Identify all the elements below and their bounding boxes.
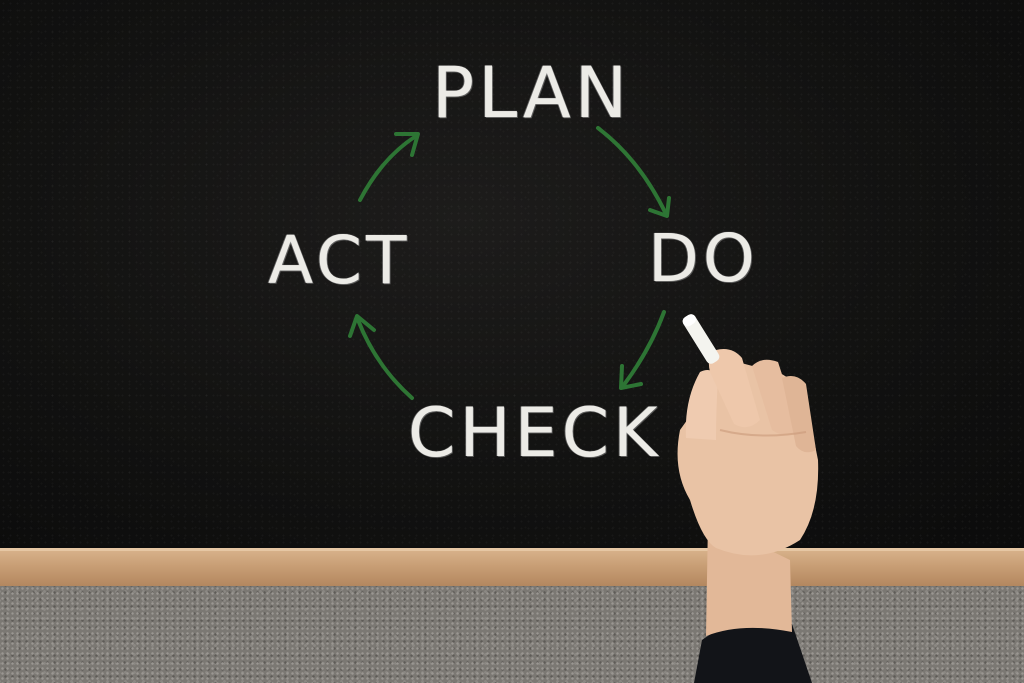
word-act: ACT bbox=[268, 222, 411, 299]
sleeve bbox=[694, 620, 812, 683]
arrow-check-to-act-icon bbox=[356, 318, 414, 400]
chalk-icon bbox=[682, 314, 720, 364]
index-finger bbox=[708, 349, 760, 428]
word-check: CHECK bbox=[408, 394, 662, 473]
arrow-act-to-plan-icon bbox=[358, 134, 418, 202]
thumb bbox=[685, 370, 718, 440]
arrow-do-to-check-icon bbox=[621, 310, 666, 388]
word-plan: PLAN bbox=[432, 52, 632, 134]
ring-finger bbox=[782, 376, 816, 453]
arrow-plan-to-do-head-icon bbox=[648, 196, 671, 218]
chalkboard bbox=[0, 0, 1024, 548]
arrow-check-to-act-head-icon bbox=[348, 314, 376, 338]
concrete-wall bbox=[0, 586, 1024, 683]
arrow-do-to-check-head-icon bbox=[619, 364, 643, 390]
arrow-plan-to-do-icon bbox=[596, 126, 668, 216]
arrow-act-to-plan-head-icon bbox=[394, 132, 420, 157]
word-do: DO bbox=[648, 220, 759, 297]
chalk-ledge bbox=[0, 548, 1024, 586]
cycle-arrows bbox=[348, 126, 671, 400]
middle-finger bbox=[752, 359, 800, 435]
